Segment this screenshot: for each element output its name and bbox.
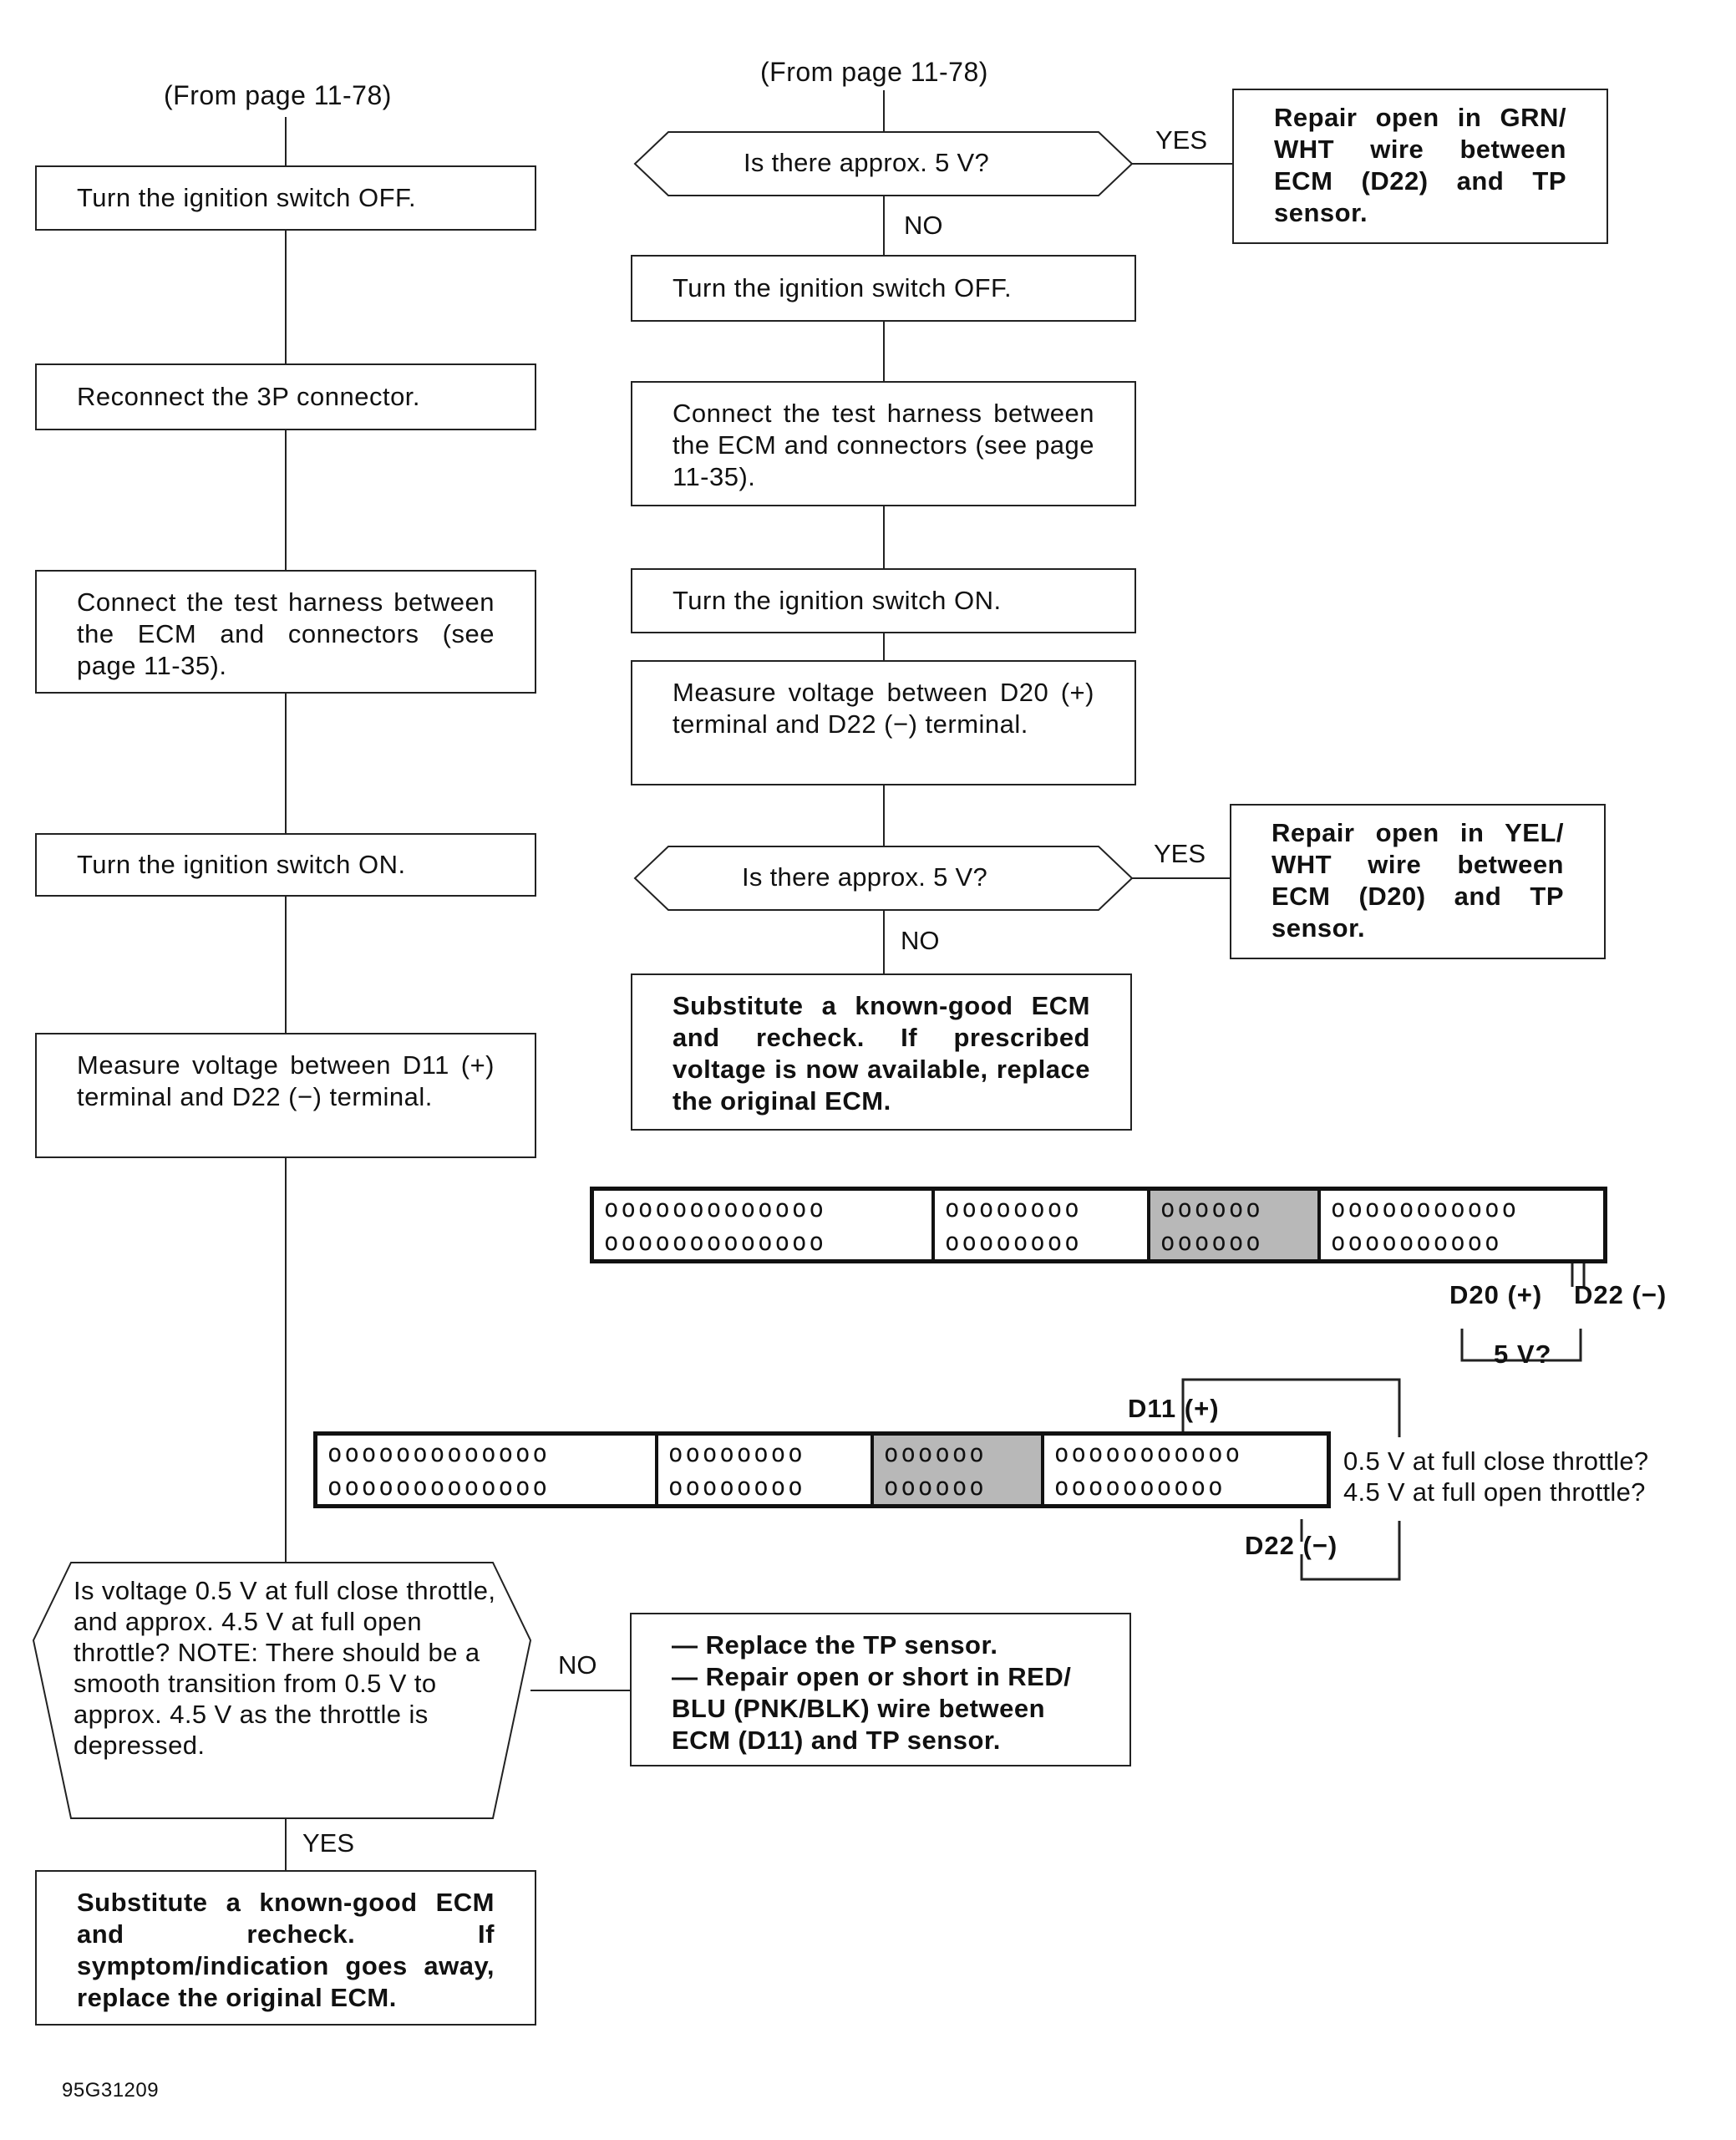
connector-top-segment-1: ooooooooooooo ooooooooooooo	[594, 1191, 935, 1259]
right-from-page: (From page 11-78)	[760, 57, 988, 87]
connector-bottom-segment-3: oooooo oooooo	[874, 1436, 1044, 1504]
left-step-ignition-off: Turn the ignition switch OFF.	[35, 165, 536, 231]
left-step-ignition-on-text: Turn the ignition switch ON.	[77, 850, 406, 879]
right-no2-label: NO	[901, 926, 940, 955]
right-decision1-text: Is there approx. 5 V?	[744, 148, 990, 177]
right-yes2-result: Repair open in YEL/ WHT wire between ECM…	[1230, 804, 1606, 959]
connector-top-segment-2: oooooooo oooooooo	[935, 1191, 1150, 1259]
left-step-reconnect-3p: Reconnect the 3P connector.	[35, 363, 536, 430]
ecm-connector-bottom: ooooooooooooo ooooooooooooo oooooooo ooo…	[313, 1431, 1331, 1508]
left-step-connect-harness: Connect the test harness between the ECM…	[35, 570, 536, 694]
connector-bottom-segment-1: ooooooooooooo ooooooooooooo	[317, 1436, 658, 1504]
right-step-measure-d20: Measure voltage between D20 (+) terminal…	[631, 660, 1136, 785]
connector-top-segment-4: ooooooooooo oooooooooo	[1331, 1194, 1520, 1256]
connector-bottom-segment-2: oooooooo oooooooo	[658, 1436, 874, 1504]
right-step-ignition-off: Turn the ignition switch OFF.	[631, 255, 1136, 322]
pin-label-d22-top: D22 (−)	[1574, 1280, 1667, 1309]
right-step-ignition-on-text: Turn the ignition switch ON.	[673, 586, 1002, 615]
right-yes1-label: YES	[1155, 125, 1208, 155]
left-yes-label: YES	[302, 1828, 355, 1858]
left-step-measure-d11: Measure voltage between D11 (+) terminal…	[35, 1033, 536, 1158]
figure-id: 95G31209	[62, 2079, 160, 2102]
left-step-ignition-on: Turn the ignition switch ON.	[35, 833, 536, 897]
connector-top-segment-3: oooooo oooooo	[1150, 1191, 1321, 1259]
right-step-ignition-on: Turn the ignition switch ON.	[631, 568, 1136, 633]
pin-label-d11: D11 (+)	[1128, 1394, 1220, 1423]
right-no1-label: NO	[904, 211, 943, 240]
left-step-ignition-off-text: Turn the ignition switch OFF.	[77, 183, 417, 212]
ecm-connector-top: ooooooooooooo ooooooooooooo oooooooo ooo…	[590, 1187, 1607, 1263]
right-decision2-text: Is there approx. 5 V?	[742, 862, 988, 892]
left-step-reconnect-3p-text: Reconnect the 3P connector.	[77, 382, 421, 411]
left-decision-text: Is voltage 0.5 V at full close throttle,…	[74, 1576, 496, 1760]
left-yes-result: Substitute a known-good ECM and recheck.…	[35, 1870, 536, 2026]
connector-bottom-segment-4: ooooooooooo oooooooooo	[1054, 1439, 1243, 1501]
left-decision-shape	[32, 1562, 532, 1819]
left-no-result: — Replace the TP sensor. — Repair open o…	[630, 1613, 1131, 1766]
pin-label-d22-bottom: D22 (−)	[1245, 1531, 1338, 1560]
connector-bottom-question-1: 0.5 V at full close throttle?	[1343, 1446, 1649, 1476]
right-step-connect-harness: Connect the test harness between the ECM…	[631, 381, 1136, 506]
connector-bottom-question-2: 4.5 V at full open throttle?	[1343, 1477, 1646, 1507]
right-step-ignition-off-text: Turn the ignition switch OFF.	[673, 273, 1013, 302]
left-no-label: NO	[558, 1650, 597, 1680]
connector-top-question: 5 V?	[1494, 1339, 1552, 1369]
left-from-page: (From page 11-78)	[164, 80, 392, 110]
right-yes1-result: Repair open in GRN/ WHT wire between ECM…	[1232, 89, 1608, 244]
right-final-result: Substitute a known-good ECM and recheck.…	[631, 973, 1132, 1131]
pin-label-d20: D20 (+)	[1449, 1280, 1543, 1309]
right-yes2-label: YES	[1154, 839, 1206, 868]
